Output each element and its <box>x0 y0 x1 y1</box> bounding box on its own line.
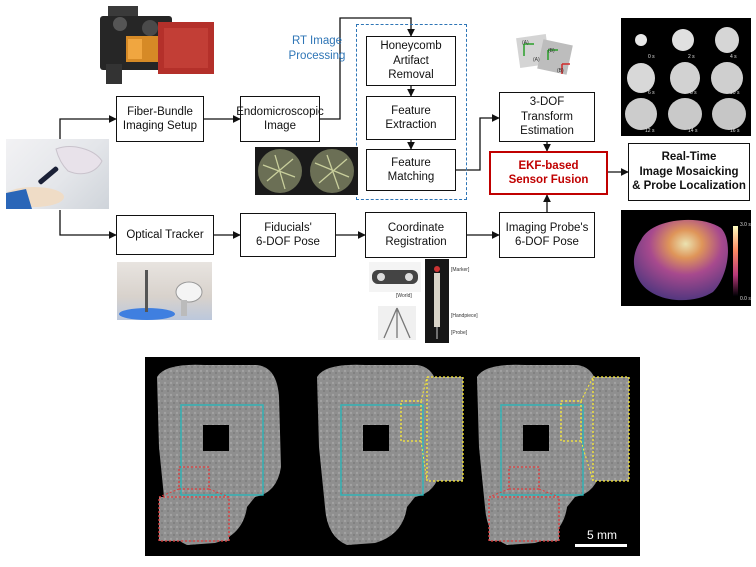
frame-transform-icon <box>516 34 573 75</box>
time-label-2: 4 s <box>730 54 737 60</box>
time-label-6: 12 s <box>645 128 655 134</box>
registration-marker-label: [Marker] <box>451 267 470 273</box>
frame-label-a2: (A) <box>533 57 540 63</box>
heatmap-illustration <box>633 219 738 301</box>
fiducials-pose-box: Fiducials' 6-DOF Pose <box>240 213 336 257</box>
registration-world-label: [World] <box>396 293 412 299</box>
feature-matching-box: Feature Matching <box>366 149 456 191</box>
realtime-output-box: Real-Time Image Mosaicking & Probe Local… <box>628 143 750 201</box>
rt-processing-frame <box>356 24 467 200</box>
transform-estimation-box: 3-DOF Transform Estimation <box>499 92 595 142</box>
mosaic-comparison-panel <box>145 357 640 556</box>
time-label-7: 14 s <box>688 128 698 134</box>
optical-tracker-box: Optical Tracker <box>116 215 214 255</box>
stereo-camera-photo <box>369 262 421 292</box>
fiber-bundle-box: Fiber-Bundle Imaging Setup <box>116 96 204 142</box>
imaging-setup-photo <box>98 6 222 88</box>
arrow-photo-to-tracker <box>59 210 117 239</box>
stereo-camera-illustration <box>372 270 418 284</box>
rt-processing-label: RT Image Processing <box>288 35 346 62</box>
registration-probe-label: [Probe] <box>451 330 468 336</box>
colorbar-min-label: 0.0 s <box>740 296 751 302</box>
time-label-5: 10 s <box>730 90 740 96</box>
handpiece-photo <box>425 259 449 343</box>
colorbar-max-label: 3.0 s <box>740 222 751 228</box>
frame-label-b2: (B) <box>557 68 564 74</box>
tripod-photo <box>378 306 416 340</box>
probe-pose-box: Imaging Probe's 6-DOF Pose <box>499 212 595 258</box>
frame-label-b: (B) <box>548 48 555 54</box>
time-label-8: 16 s <box>730 128 740 134</box>
time-label-4: 8 s <box>690 90 697 96</box>
handpiece-illustration <box>434 266 440 339</box>
honeycomb-box: Honeycomb Artifact Removal <box>366 36 456 86</box>
handheld-probe-photo <box>4 139 109 209</box>
arrow-photo-to-fiber <box>59 115 117 140</box>
arrow-matching-to-transform <box>456 114 500 171</box>
frame-label-a: (A) <box>522 40 529 46</box>
optical-tracker-photo <box>117 262 212 320</box>
feature-extraction-box: Feature Extraction <box>366 96 456 140</box>
localization-heatmap <box>621 210 751 306</box>
imaging-device-illustration <box>100 6 214 84</box>
timelapse-mosaics <box>625 27 746 130</box>
endomicroscopic-circles <box>258 149 354 193</box>
mosaic-comparison-illustration <box>157 364 630 547</box>
registration-handpiece-label: [Handpiece] <box>451 313 478 319</box>
hand-illustration <box>4 146 103 209</box>
tracker-illustration <box>119 270 203 320</box>
timelapse-mosaic-panel <box>621 18 751 136</box>
endomicroscopic-image-pair <box>255 147 358 195</box>
tripod-illustration <box>383 307 411 339</box>
time-label-0: 0 s <box>648 54 655 60</box>
ekf-sensor-fusion-box: EKF-based Sensor Fusion <box>489 151 608 195</box>
coordinate-registration-box: Coordinate Registration <box>365 212 467 258</box>
time-label-1: 2 s <box>688 54 695 60</box>
scale-bar-label: 5 mm <box>587 528 617 542</box>
time-label-3: 6 s <box>648 90 655 96</box>
endomicroscopic-box: Endomicroscopic Image <box>236 96 324 142</box>
